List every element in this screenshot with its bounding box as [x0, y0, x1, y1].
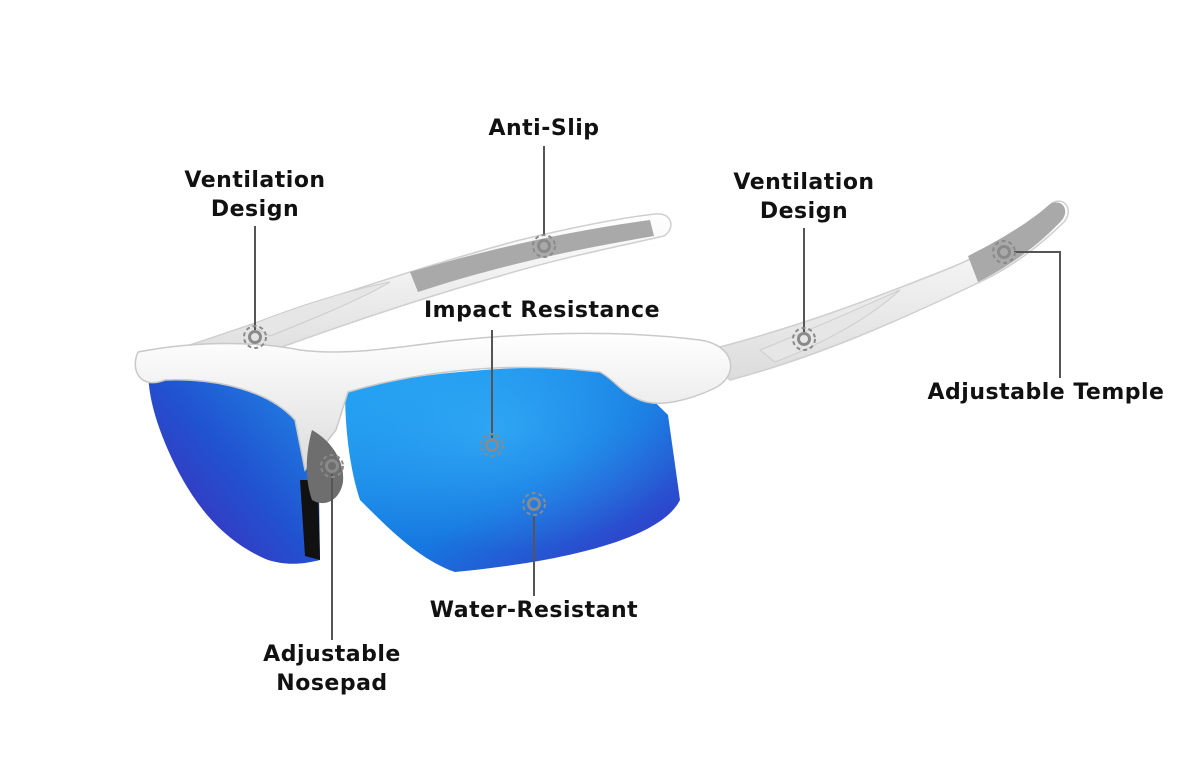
- marker-impact-resistance: [480, 433, 504, 457]
- front-frame: [134, 332, 732, 472]
- callout-markers: [243, 234, 1016, 516]
- label-adjustable-nosepad: Adjustable Nosepad: [232, 640, 432, 698]
- marker-water-resistant: [522, 492, 546, 516]
- adjustable-nosepad-line1: Adjustable: [263, 642, 401, 667]
- label-anti-slip: Anti-Slip: [444, 114, 644, 143]
- marker-anti-slip: [532, 234, 556, 258]
- label-ventilation-right: Ventilation Design: [698, 168, 910, 226]
- left-temple-grip: [410, 220, 654, 292]
- adjustable-temple-text: Adjustable Temple: [927, 380, 1165, 405]
- marker-ventilation-right: [792, 327, 816, 351]
- label-water-resistant: Water-Resistant: [414, 596, 654, 625]
- left-lens: [148, 367, 320, 564]
- right-temple-grip: [968, 202, 1066, 282]
- label-ventilation-left: Ventilation Design: [149, 166, 361, 224]
- adjustable-nosepad-line2: Nosepad: [276, 671, 388, 696]
- marker-adjustable-temple: [992, 240, 1016, 264]
- left-vent-cutout: [248, 281, 391, 337]
- water-resistant-text: Water-Resistant: [429, 598, 639, 623]
- label-impact-resistance: Impact Resistance: [392, 296, 692, 325]
- ventilation-left-line2: Design: [210, 197, 300, 222]
- anti-slip-text: Anti-Slip: [488, 116, 600, 141]
- impact-resistance-text: Impact Resistance: [424, 298, 660, 323]
- ventilation-right-line2: Design: [759, 199, 849, 224]
- marker-ventilation-left: [243, 325, 267, 349]
- label-adjustable-temple: Adjustable Temple: [910, 378, 1182, 407]
- leader-lines: [254, 146, 1061, 640]
- marker-adjustable-nosepad: [320, 454, 344, 478]
- ventilation-left-line1: Ventilation: [184, 168, 326, 193]
- nosepad: [306, 430, 344, 504]
- right-temple-arm: [698, 200, 1069, 381]
- ventilation-right-line1: Ventilation: [733, 170, 875, 195]
